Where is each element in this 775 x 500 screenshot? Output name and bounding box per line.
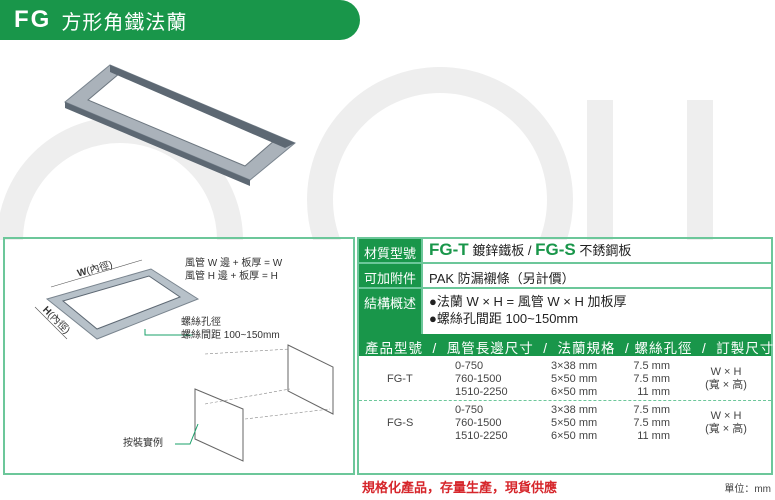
material-key: 材質型號 <box>359 239 423 262</box>
row-hole: 7.5 mm 7.5 mm 11 mm <box>633 404 670 442</box>
material-t-desc: 鍍鋅鐵板 / <box>468 243 536 258</box>
table-header: 產品型號 / 風管長邊尺寸 / 法蘭規格 / 螺絲孔徑 / 訂製尺寸 <box>359 334 773 356</box>
structure-key: 結構概述 <box>359 289 423 334</box>
row-divider <box>359 400 771 401</box>
product-title: 方形角鐵法蘭 <box>61 11 188 34</box>
row-model: FG-T <box>387 373 413 385</box>
model-fg-s: FG-S <box>535 240 576 259</box>
row-sizes: 0-750 760-1500 1510-2250 <box>455 360 508 398</box>
row-custom: W × H (寬 × 高) <box>705 366 747 391</box>
product-image <box>0 64 713 240</box>
slogan: 規格化產品，存量生產，現貨供應 <box>362 480 558 495</box>
row-flange: 3×38 mm 5×50 mm 6×50 mm <box>551 404 598 442</box>
material-s-desc: 不銹鋼板 <box>575 243 632 258</box>
hole-spacing-label: 螺絲間距 100~150mm <box>181 330 280 341</box>
model-fg-t: FG-T <box>429 240 469 259</box>
product-code: FG <box>14 6 52 33</box>
row-hole: 7.5 mm 7.5 mm 11 mm <box>633 360 670 398</box>
accessory-row: 可加附件 PAK 防漏襯條（另計價） <box>359 264 771 289</box>
accessory-value: PAK 防漏襯條（另計價） <box>429 271 575 286</box>
structure-2: ●螺絲孔間距 100~150mm <box>429 311 579 326</box>
row-custom: W × H (寬 × 高) <box>705 410 747 435</box>
row-model: FG-S <box>387 417 414 429</box>
hole-diameter-label: 螺絲孔徑 <box>181 317 221 328</box>
formula-h: 風管 H 邊 + 板厚 = H <box>185 271 278 282</box>
material-row: 材質型號 FG-T 鍍鋅鐵板 / FG-S 不銹鋼板 <box>359 239 771 264</box>
unit-label: 單位：mm <box>724 484 771 495</box>
structure-row: 結構概述 ●法蘭 W × H = 風管 W × H 加板厚 ●螺絲孔間距 100~… <box>359 289 771 334</box>
install-example-label: 按裝實例 <box>123 438 163 449</box>
title-banner: FG 方形角鐵法蘭 <box>0 0 360 40</box>
structure-1: ●法蘭 W × H = 風管 W × H 加板厚 <box>429 294 627 309</box>
row-sizes: 0-750 760-1500 1510-2250 <box>455 404 508 442</box>
diagram-panel: W(內徑) H(內徑) 風管 W 邊 + 板厚 = W 風管 H 邊 + 板厚 … <box>3 237 355 475</box>
formula-w: 風管 W 邊 + 板厚 = W <box>185 258 283 269</box>
accessory-key: 可加附件 <box>359 264 423 287</box>
row-flange: 3×38 mm 5×50 mm 6×50 mm <box>551 360 598 398</box>
flange-diagram <box>34 259 334 462</box>
spec-table: 材質型號 FG-T 鍍鋅鐵板 / FG-S 不銹鋼板 可加附件 PAK 防漏襯條… <box>357 237 773 475</box>
